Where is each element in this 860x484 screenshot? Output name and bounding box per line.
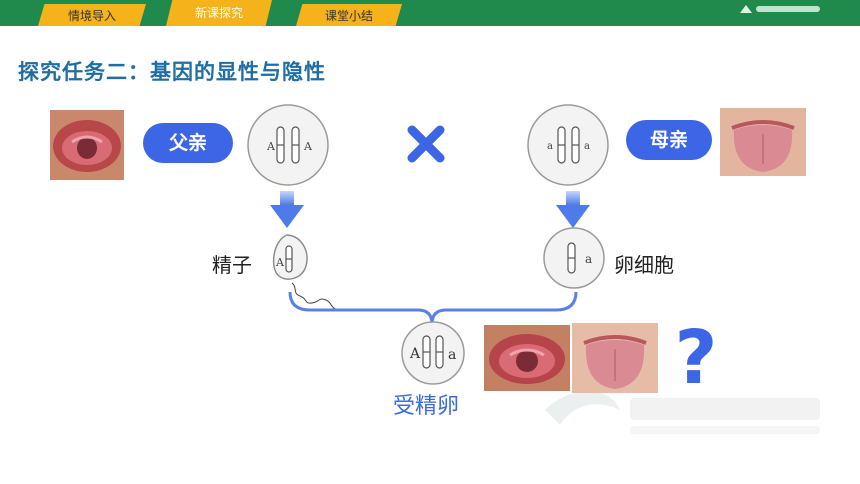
egg-gene: a	[585, 252, 592, 266]
mother-gene-left: a	[547, 141, 553, 152]
tab-intro[interactable]: 情境导入	[38, 4, 146, 26]
question-mark-icon: ?	[674, 315, 718, 401]
father-tongue-photo	[50, 110, 124, 180]
father-label: 父亲	[143, 123, 233, 163]
brand-logo-icon	[738, 2, 824, 14]
egg-cell: a	[543, 227, 605, 289]
sperm-gene: A	[275, 256, 285, 269]
down-arrow-icon	[556, 191, 590, 228]
mother-label: 母亲	[626, 120, 712, 160]
watermark-logo-icon	[545, 391, 820, 434]
tab-new-lesson[interactable]: 新课探究	[166, 0, 272, 26]
fertilization-brace	[288, 291, 578, 325]
father-cell: A A	[247, 104, 329, 186]
sperm-cell: A	[272, 234, 339, 311]
tab-summary[interactable]: 课堂小结	[296, 4, 402, 26]
cross-icon	[407, 125, 445, 163]
mother-gene-right: a	[584, 141, 590, 152]
mother-tongue-photo	[720, 108, 806, 176]
rolled-tongue-photo	[484, 325, 570, 391]
down-arrow-icon	[270, 191, 304, 228]
page-title: 探究任务二：基因的显性与隐性	[18, 60, 326, 84]
father-gene-left: A	[266, 140, 276, 153]
zygote-gene-left: A	[409, 346, 421, 362]
mother-cell: a a	[527, 104, 609, 186]
flat-tongue-photo	[572, 323, 658, 393]
father-gene-right: A	[303, 140, 313, 153]
zygote-cell: A a	[401, 321, 465, 385]
sperm-label: 精子	[212, 253, 252, 277]
top-navigation-bar: 情境导入 新课探究 课堂小结	[0, 0, 860, 26]
zygote-label: 受精卵	[393, 394, 460, 419]
zygote-gene-right: a	[448, 347, 456, 363]
egg-label: 卵细胞	[614, 253, 674, 277]
